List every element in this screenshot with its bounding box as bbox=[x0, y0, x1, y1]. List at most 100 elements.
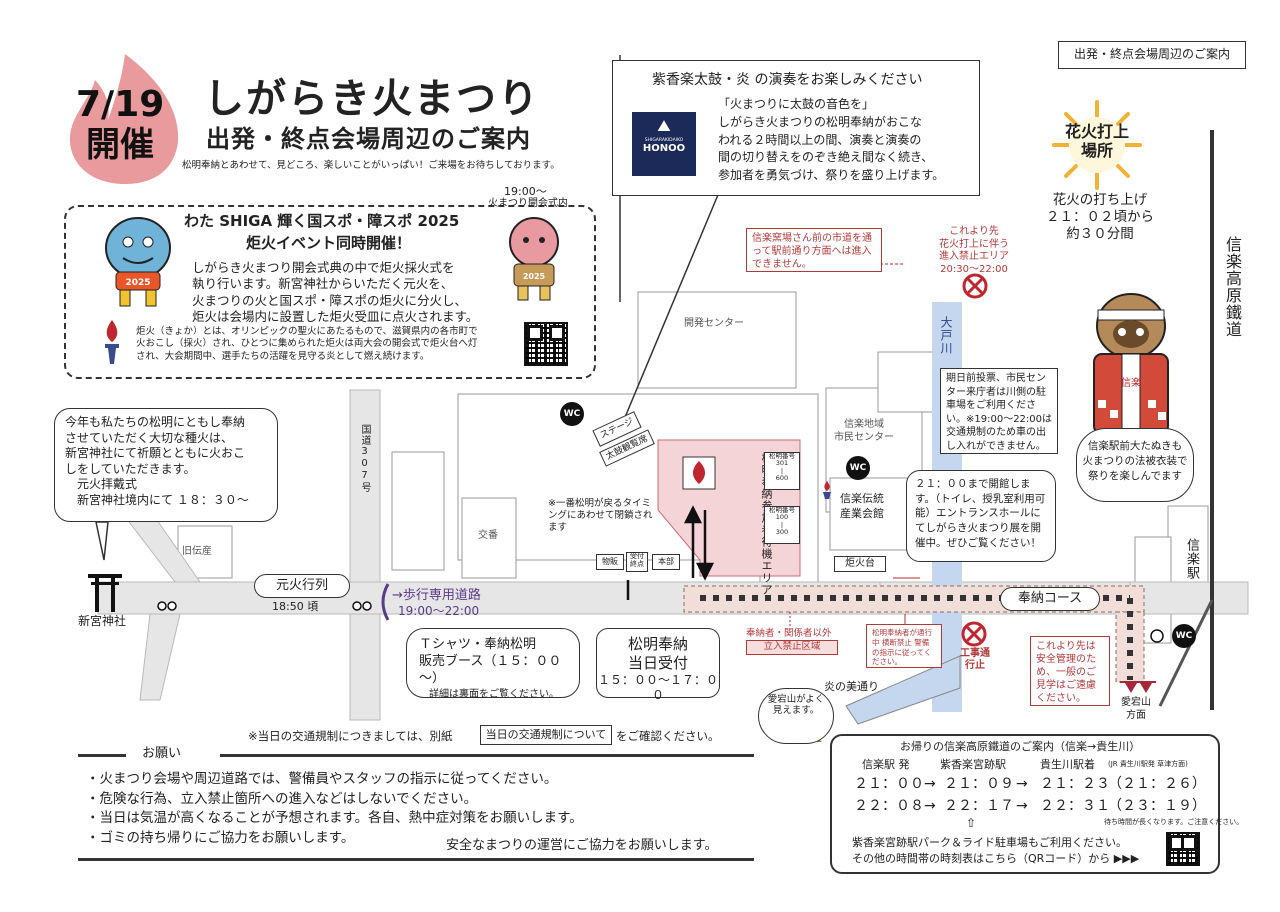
taiko-body-line: われる２時間以上の間、演奏と演奏の bbox=[718, 132, 922, 147]
atago-dir-line: 方面 bbox=[1126, 709, 1146, 721]
wc-icon-2: WC bbox=[846, 456, 870, 480]
train-row-1-arr: ２１：２３ bbox=[1040, 776, 1110, 792]
traffic-note-pre: ※当日の交通規制につきましては、別紙 bbox=[248, 729, 453, 743]
pass-box-2: 松明番号 100 | 300 bbox=[764, 506, 800, 544]
taiko-heading: 紫香楽太鼓・炎 の演奏をお楽しみください bbox=[652, 72, 923, 88]
fw-zone-line: 進入禁止エリア bbox=[939, 251, 1009, 262]
atago-direction: 愛宕山 方面 bbox=[1116, 697, 1156, 722]
koban-building bbox=[461, 497, 517, 579]
train-col-3: 貴生川駅着 bbox=[1040, 758, 1095, 771]
booth-line: Ｔシャツ・奉納松明 bbox=[419, 637, 537, 652]
tanuki-text-line: 祭りを楽しんでます bbox=[1088, 470, 1182, 483]
train-row-2-mid: ２２：１７ bbox=[944, 798, 1014, 814]
motobi-route-pill: 元火行列 bbox=[254, 574, 350, 598]
tanuki-statue-icon: 信楽 bbox=[1093, 293, 1169, 435]
fireworks-badge: 花火打上 場所 bbox=[1062, 122, 1132, 160]
taiko-logo: ⛰ SHIGARAKIDAIKO HONOO bbox=[632, 112, 696, 176]
taiko-logo-top: SHIGARAKIDAIKO bbox=[644, 138, 684, 143]
requests-bottom-line bbox=[78, 858, 754, 861]
taiko-logo-name: HONOO bbox=[642, 143, 686, 154]
fireworks-text-line: ２１：０２頃から bbox=[1046, 208, 1154, 225]
intro-text: 松明奉納とあわせて、見どころ、楽しいことがいっぱい！ご来場をお待ちしております。 bbox=[182, 160, 560, 171]
river-label: 大戸川 bbox=[939, 316, 953, 355]
sanken-road bbox=[845, 655, 961, 725]
atago-view-bubble: 愛宕山がよく見えます。 bbox=[758, 688, 834, 744]
station-building bbox=[1167, 505, 1209, 593]
shop-hq: 本部 bbox=[652, 554, 680, 570]
fireworks-badge-line: 花火打上 bbox=[1064, 122, 1129, 141]
tshirt-booth-box: Ｔシャツ・奉納松明 販売ブース（１５：００～） 詳細は裏面をご覧ください。 bbox=[406, 628, 580, 700]
taiko-body-line: しがらき火まつりの松明奉納がおこな bbox=[718, 114, 923, 129]
top-right-label: 出発・終点会場周辺のご案内 bbox=[1058, 41, 1246, 69]
kokuspo-qr-code[interactable] bbox=[524, 322, 568, 366]
pass-box-1: 松明番号 301 | 600 bbox=[764, 452, 800, 490]
kokuspo-heading2: 炬火イベント同時開催！ bbox=[246, 234, 412, 252]
opening-ceremony-time: 19:00～ bbox=[504, 185, 547, 198]
safety-note: これより先は安全管理のため、一般のご見学はご遠慮ください。 bbox=[1030, 636, 1110, 706]
pedestrian-time-label: 19:00～22:00 bbox=[398, 604, 480, 618]
train-footer-2: その他の時間帯の時刻表はこちら（QRコード）から ▶▶▶ bbox=[852, 852, 1140, 865]
wc-icon-3: WC bbox=[1172, 624, 1196, 648]
svg-text:信楽: 信楽 bbox=[1121, 376, 1141, 389]
requests-list: ・火まつり会場や周辺道路では、警備員やスタッフの指示に従ってください。 ・危険な… bbox=[86, 770, 583, 848]
motobi-box: 今年も私たちの松明にともし奉納 させていただく大切な種火は、 新宮神社にて祈願と… bbox=[54, 408, 278, 522]
requests-top-line-2 bbox=[220, 754, 754, 757]
svg-text:2025: 2025 bbox=[125, 278, 150, 288]
taiko-body: 「火まつりに太鼓の音色を」 しがらき火まつりの松明奉納がおこな われる２時間以上… bbox=[718, 96, 944, 185]
page-subtitle: 出発・終点会場周辺のご案内 bbox=[206, 125, 531, 153]
fw-zone-line: 花火打上に伴う bbox=[939, 238, 1009, 250]
railway-line bbox=[1158, 130, 1214, 710]
torch-flame-icon bbox=[682, 456, 716, 490]
fireworks-text-line: 約３０分間 bbox=[1066, 225, 1134, 242]
train-row-1-mid: ２１：０９ bbox=[944, 776, 1014, 792]
mascot-fish-icon: 2025 bbox=[105, 217, 171, 307]
traffic-rules-link[interactable]: 当日の交通規制について bbox=[480, 725, 612, 745]
fireworks-zone-note: これより先 花火打上に伴う 進入禁止エリア 20:30～22:00 bbox=[928, 226, 1020, 276]
shop-goods: 物販 bbox=[596, 554, 624, 570]
requests-top-line bbox=[78, 754, 126, 757]
request-item: ・ゴミの持ち帰りにご協力をお願いします。 bbox=[86, 829, 355, 846]
train-row-2-dep: ２２：０８ bbox=[854, 798, 924, 814]
booth-line: 詳細は裏面をご覧ください。 bbox=[429, 688, 559, 700]
fw-zone-line: 20:30～22:00 bbox=[940, 263, 1008, 275]
train-col-1: 信楽駅 発 bbox=[862, 758, 910, 771]
motobi-title: 元火拝戴式 bbox=[77, 477, 138, 492]
fireworks-icon bbox=[1052, 100, 1142, 190]
dento-hall-label: 信楽伝統 産業会館 bbox=[840, 492, 884, 520]
pedestrian-bracket bbox=[381, 583, 390, 621]
request-item: ・火まつり会場や周辺道路では、警備員やスタッフの指示に従ってください。 bbox=[86, 771, 558, 787]
uketsuke-line: １５：００～１７：００ bbox=[597, 672, 718, 702]
tanuki-text-line: 火まつりの法被衣装で bbox=[1082, 455, 1188, 468]
hono-course-pill: 奉納コース bbox=[1000, 587, 1100, 611]
atago-dir-line: 愛宕山 bbox=[1121, 697, 1151, 708]
shinmei-shrine-label: 新宮神社 bbox=[78, 614, 127, 628]
date-badge-kaisai: 開催 bbox=[86, 125, 154, 165]
flame-icon bbox=[69, 54, 179, 184]
train-qr-code[interactable] bbox=[1166, 832, 1200, 866]
kyoka-torch-icon bbox=[105, 320, 119, 364]
arrow-right-icon: → bbox=[1016, 798, 1028, 814]
kokuspo-body-line: 火まつりの火と国スポ・障スポの炬火に分火し、 bbox=[192, 292, 468, 308]
requests-heading: お願い bbox=[142, 746, 182, 761]
no-access-note: 信楽窯場さん前の市道を通って駅前通り方面へは進入できません。 bbox=[746, 228, 882, 272]
motobi-body-line: 新宮神社にて祈願とともに火おこ bbox=[65, 446, 246, 461]
dento-building bbox=[829, 477, 911, 551]
request-item: ・当日は気温が高くなることが予想されます。各自、熱中症対策をお願いします。 bbox=[86, 810, 583, 827]
koban-label: 交番 bbox=[478, 530, 498, 541]
motobi-place: 新宮神社境内にて １８：３０～ bbox=[77, 492, 249, 507]
route-307-label: 国道307号 bbox=[359, 424, 370, 493]
staff-only-note: 奉納者・関係者以外 立入禁止区域 bbox=[746, 628, 838, 655]
traffic-note-post: をご確認ください。 bbox=[616, 729, 720, 743]
kyudensha-label: 旧伝産 bbox=[182, 546, 212, 557]
page-title: しがらき火まつり bbox=[204, 75, 540, 122]
date-badge-date: 7/19 bbox=[76, 84, 165, 125]
shop-reception: 受付 終点 bbox=[626, 552, 648, 572]
kokuspo-heading: わた SHIGA 輝く国スポ・障スポ 2025 bbox=[184, 212, 460, 230]
ippan-close-note: ※一番松明が戻るタイミングにあわせて閉鎖されます bbox=[548, 498, 653, 533]
kyokadai-label: 炬火台 bbox=[834, 556, 886, 572]
train-row-1-dep: ２１：００ bbox=[854, 776, 924, 792]
motobi-body-line: しをしていただきます。 bbox=[65, 461, 196, 476]
taiko-body-line: 間の切り替えをのぞき絶え間なく続き、 bbox=[718, 150, 934, 165]
construction-label: 工事通行止 bbox=[960, 648, 990, 671]
uketsuke-line: 当日受付 bbox=[627, 653, 688, 672]
